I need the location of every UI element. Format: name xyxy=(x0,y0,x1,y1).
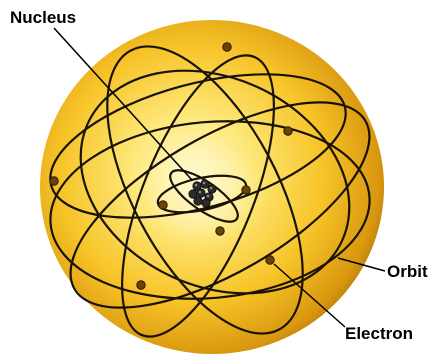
electron-label: Electron xyxy=(345,324,414,343)
electron-leader-line xyxy=(273,263,346,328)
nucleus-particle xyxy=(207,184,217,194)
electron xyxy=(158,200,168,210)
orbit-label: Orbit xyxy=(387,262,428,281)
orbit-ring-5 xyxy=(121,54,275,338)
orbit-ring-6 xyxy=(79,69,351,295)
electron xyxy=(222,42,232,52)
electron xyxy=(241,185,251,195)
nucleus-particle xyxy=(193,196,203,206)
electron xyxy=(136,280,146,290)
nucleus-particle xyxy=(200,179,210,189)
inner-orbit-1 xyxy=(156,174,248,214)
electron xyxy=(49,176,59,186)
nucleus xyxy=(188,179,217,208)
orbit-leader-line xyxy=(337,257,386,272)
electron xyxy=(283,126,293,136)
nucleus-leader-line xyxy=(53,27,193,181)
orbit-ring-4 xyxy=(49,120,371,300)
nucleus-label: Nucleus xyxy=(10,8,77,27)
electron xyxy=(265,255,275,265)
nucleus-particle xyxy=(201,198,211,208)
nucleus-particle xyxy=(196,188,206,198)
orbit-ring-2 xyxy=(69,101,371,309)
electron xyxy=(215,226,225,236)
